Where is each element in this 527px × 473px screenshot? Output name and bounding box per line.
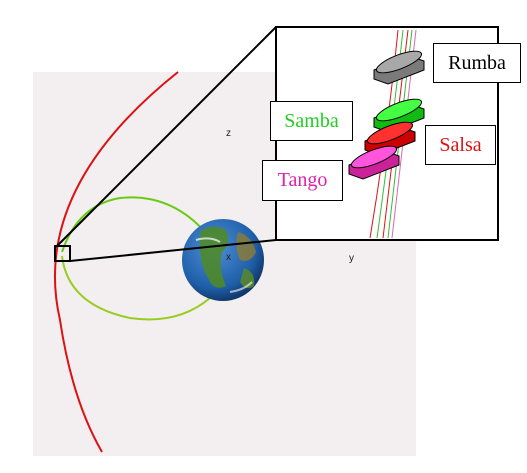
satellite-tango-body [348,145,400,180]
inner-orbit-lower [61,255,211,321]
zoom-connector-top [55,26,277,248]
satellite-samba-body [373,98,425,133]
outer-orbit [53,71,179,453]
axis-label-y: y [349,253,354,264]
satellite-rumba-body [373,50,425,85]
zoom-connector-bottom [69,239,277,262]
axis-label-x: x [226,252,231,263]
zoom-source-box [54,245,71,262]
inner-orbit-upper [61,196,206,253]
label-samba: Samba [270,101,353,141]
label-salsa: Salsa [425,125,496,165]
earth [182,219,264,301]
label-rumba: Rumba [433,43,521,83]
label-tango: Tango [262,160,343,201]
axis-label-z: z [226,128,231,139]
